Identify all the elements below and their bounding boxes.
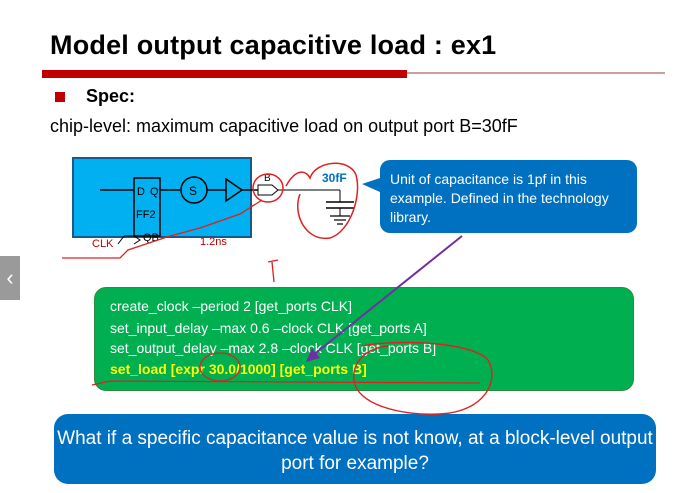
clk-wire-a	[117, 235, 125, 245]
clk-label: CLK	[92, 238, 114, 250]
slide-title: Model output capacitive load : ex1	[50, 30, 497, 60]
chevron-left-icon: ‹	[6, 265, 14, 290]
code-box	[94, 287, 634, 391]
cap-value-label: 30fF	[322, 171, 347, 185]
ink-loop-get-ports-b	[353, 341, 493, 415]
pin-q-label: Q	[150, 186, 159, 198]
ink-underline-set-load	[91, 380, 481, 386]
callout-box	[380, 160, 637, 233]
callout-tail	[362, 178, 380, 192]
spec-label: Spec:	[86, 86, 136, 106]
gate-s-label: S	[189, 184, 197, 198]
pin-d-label: D	[137, 186, 145, 198]
code-line-set-load: set_load [expr 30.0/1000] [get_ports B]	[110, 361, 367, 377]
buffer-icon	[225, 177, 244, 203]
question-text: What if a specific capacitance value is …	[57, 428, 653, 474]
title-rule-thin	[407, 72, 665, 74]
ink-tick-mark	[267, 259, 279, 283]
ink-circle-port-b	[252, 173, 284, 203]
port-b-shape	[257, 184, 279, 196]
ink-clk-path	[62, 199, 263, 259]
delay-label: 1.2ns	[200, 236, 227, 248]
question-box	[54, 414, 656, 484]
previous-slide-button[interactable]: ‹	[0, 256, 20, 300]
ink-arrow-line	[311, 235, 463, 357]
flop-name-label: FF2	[136, 209, 156, 221]
ink-loop-load	[285, 162, 359, 239]
ink-arrowhead-icon	[306, 348, 320, 362]
code-line-input-delay: set_input_delay –max 0.6 –clock CLK [get…	[110, 320, 427, 336]
spec-text: chip-level: maximum capacitive load on o…	[50, 116, 518, 136]
ink-circle-expr	[199, 352, 241, 382]
circuit-diagram	[72, 157, 252, 238]
title-underline	[42, 70, 407, 78]
port-b-label: B	[264, 173, 271, 184]
bullet-square-icon	[55, 92, 65, 102]
clock-triangle-icon	[133, 235, 141, 245]
callout-text: Unit of capacitance is 1pf in this examp…	[390, 171, 609, 225]
flip-flop-body	[133, 177, 161, 237]
code-line-create-clock: create_clock –period 2 [get_ports CLK]	[110, 298, 353, 314]
